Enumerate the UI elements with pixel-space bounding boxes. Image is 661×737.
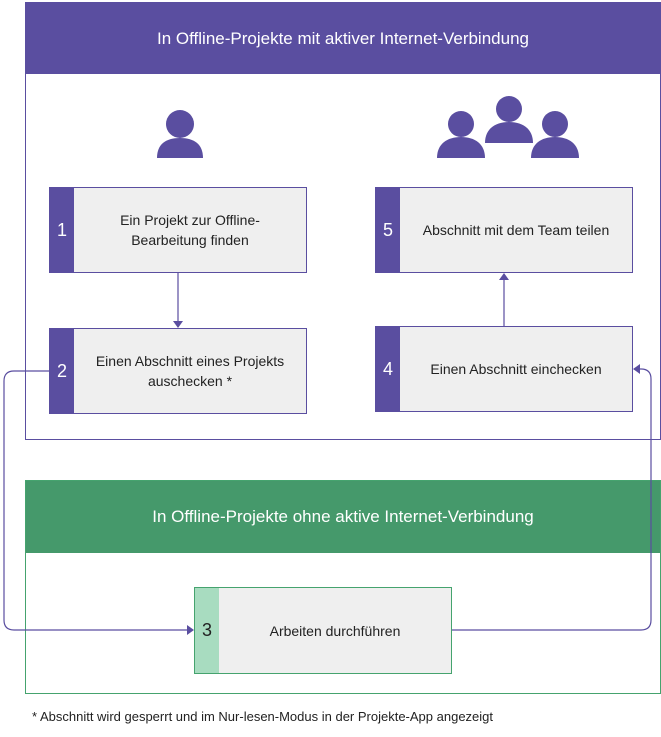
step-number: 1 <box>50 188 74 272</box>
step-1-box: 1 Ein Projekt zur Offline-Bearbeitung fi… <box>49 187 307 273</box>
step-2-box: 2 Einen Abschnitt eines Projekts auschec… <box>49 328 307 414</box>
step-number: 3 <box>195 588 219 673</box>
step-number: 4 <box>376 327 400 411</box>
step-number: 5 <box>376 188 400 272</box>
step-5-box: 5 Abschnitt mit dem Team teilen <box>375 187 633 273</box>
footnote: * Abschnitt wird gesperrt und im Nur-les… <box>32 709 494 724</box>
step-4-box: 4 Einen Abschnitt einchecken <box>375 326 633 412</box>
step-label: Einen Abschnitt einchecken <box>430 361 602 377</box>
online-panel: In Offline-Projekte mit aktiver Internet… <box>25 2 661 440</box>
step-label: Einen Abschnitt eines Projekts auschecke… <box>95 353 285 389</box>
step-label: Ein Projekt zur Offline-Bearbeitung find… <box>120 212 260 248</box>
offline-panel-title: In Offline-Projekte ohne aktive Internet… <box>26 481 660 553</box>
step-number: 2 <box>50 329 74 413</box>
step-3-box: 3 Arbeiten durchführen <box>194 587 452 674</box>
step-label: Arbeiten durchführen <box>269 622 401 639</box>
step-label: Abschnitt mit dem Team teilen <box>422 222 610 238</box>
online-panel-title: In Offline-Projekte mit aktiver Internet… <box>26 3 660 74</box>
